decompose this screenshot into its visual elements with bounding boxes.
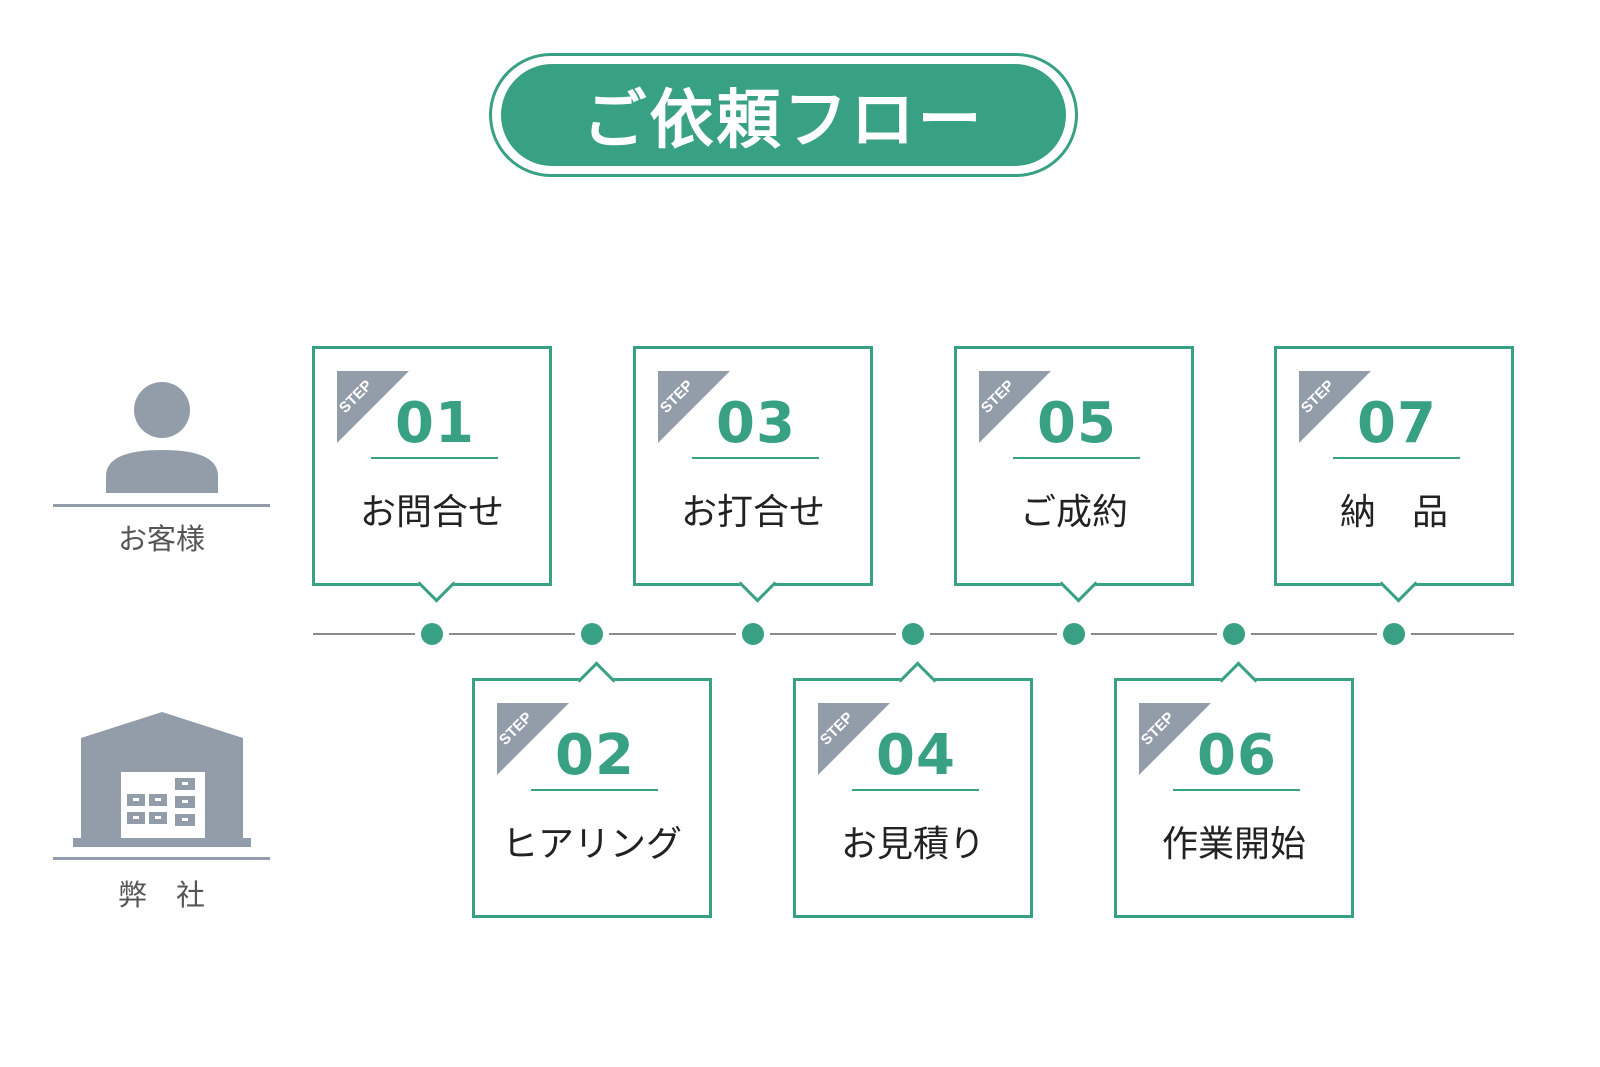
- step-number: 04: [876, 723, 956, 788]
- actor-divider: [53, 857, 270, 860]
- step-divider: [531, 789, 658, 791]
- step-ribbon: STEP: [658, 371, 730, 443]
- step-card-05: STEP 05 ご成約: [954, 346, 1194, 603]
- step-card-06: STEP 06 作業開始: [1114, 661, 1354, 918]
- actor-customer: お客様: [53, 380, 270, 560]
- timeline-dot-03: [742, 623, 764, 645]
- actor-customer-label: お客様: [117, 522, 205, 556]
- step-ribbon: STEP: [497, 703, 569, 775]
- step-label: ご成約: [1019, 492, 1128, 533]
- step-number: 06: [1197, 723, 1277, 788]
- title-badge: ご依頼フロー: [489, 53, 1078, 177]
- actor-company: 弊 社: [53, 712, 270, 912]
- warehouse-icon: [73, 712, 251, 847]
- step-divider: [1173, 789, 1300, 791]
- timeline-dot-07: [1383, 623, 1405, 645]
- timeline-dot-01: [421, 623, 443, 645]
- timeline-dot-02: [581, 623, 603, 645]
- step-card-07: STEP 07 納 品: [1274, 346, 1514, 603]
- step-divider: [852, 789, 979, 791]
- step-label: お見積り: [840, 824, 985, 865]
- step-number: 05: [1037, 391, 1117, 456]
- person-icon: [106, 382, 218, 493]
- step-divider: [692, 457, 819, 459]
- step-number: 01: [395, 391, 475, 456]
- step-divider: [371, 457, 498, 459]
- callout-pointer: [738, 564, 777, 603]
- callout-pointer: [1379, 564, 1418, 603]
- step-number: 03: [716, 391, 796, 456]
- step-divider: [1013, 457, 1140, 459]
- step-ribbon: STEP: [818, 703, 890, 775]
- step-ribbon: STEP: [1139, 703, 1211, 775]
- step-divider: [1333, 457, 1460, 459]
- step-card-02: STEP 02 ヒアリング: [472, 661, 712, 918]
- page-title: ご依頼フロー: [582, 84, 985, 158]
- step-label: ヒアリング: [501, 824, 682, 865]
- callout-pointer: [898, 661, 937, 700]
- step-label: 納 品: [1339, 492, 1448, 533]
- step-card-01: STEP 01 お問合せ: [312, 346, 552, 603]
- step-ribbon: STEP: [979, 371, 1051, 443]
- callout-pointer: [1219, 661, 1258, 700]
- timeline-dot-05: [1063, 623, 1085, 645]
- timeline-dot-04: [902, 623, 924, 645]
- actor-company-label: 弊 社: [117, 878, 205, 912]
- step-number: 07: [1357, 391, 1437, 456]
- step-label: お問合せ: [359, 492, 504, 533]
- step-ribbon: STEP: [337, 371, 409, 443]
- step-number: 02: [555, 723, 635, 788]
- step-label: お打合せ: [680, 492, 825, 533]
- callout-pointer: [1059, 564, 1098, 603]
- callout-pointer: [417, 564, 456, 603]
- callout-pointer: [577, 661, 616, 700]
- step-card-04: STEP 04 お見積り: [793, 661, 1033, 918]
- step-card-03: STEP 03 お打合せ: [633, 346, 873, 603]
- step-ribbon: STEP: [1299, 371, 1371, 443]
- title-badge-fill: ご依頼フロー: [501, 64, 1066, 166]
- timeline-dot-06: [1223, 623, 1245, 645]
- step-label: 作業開始: [1161, 824, 1306, 865]
- actor-divider: [53, 504, 270, 507]
